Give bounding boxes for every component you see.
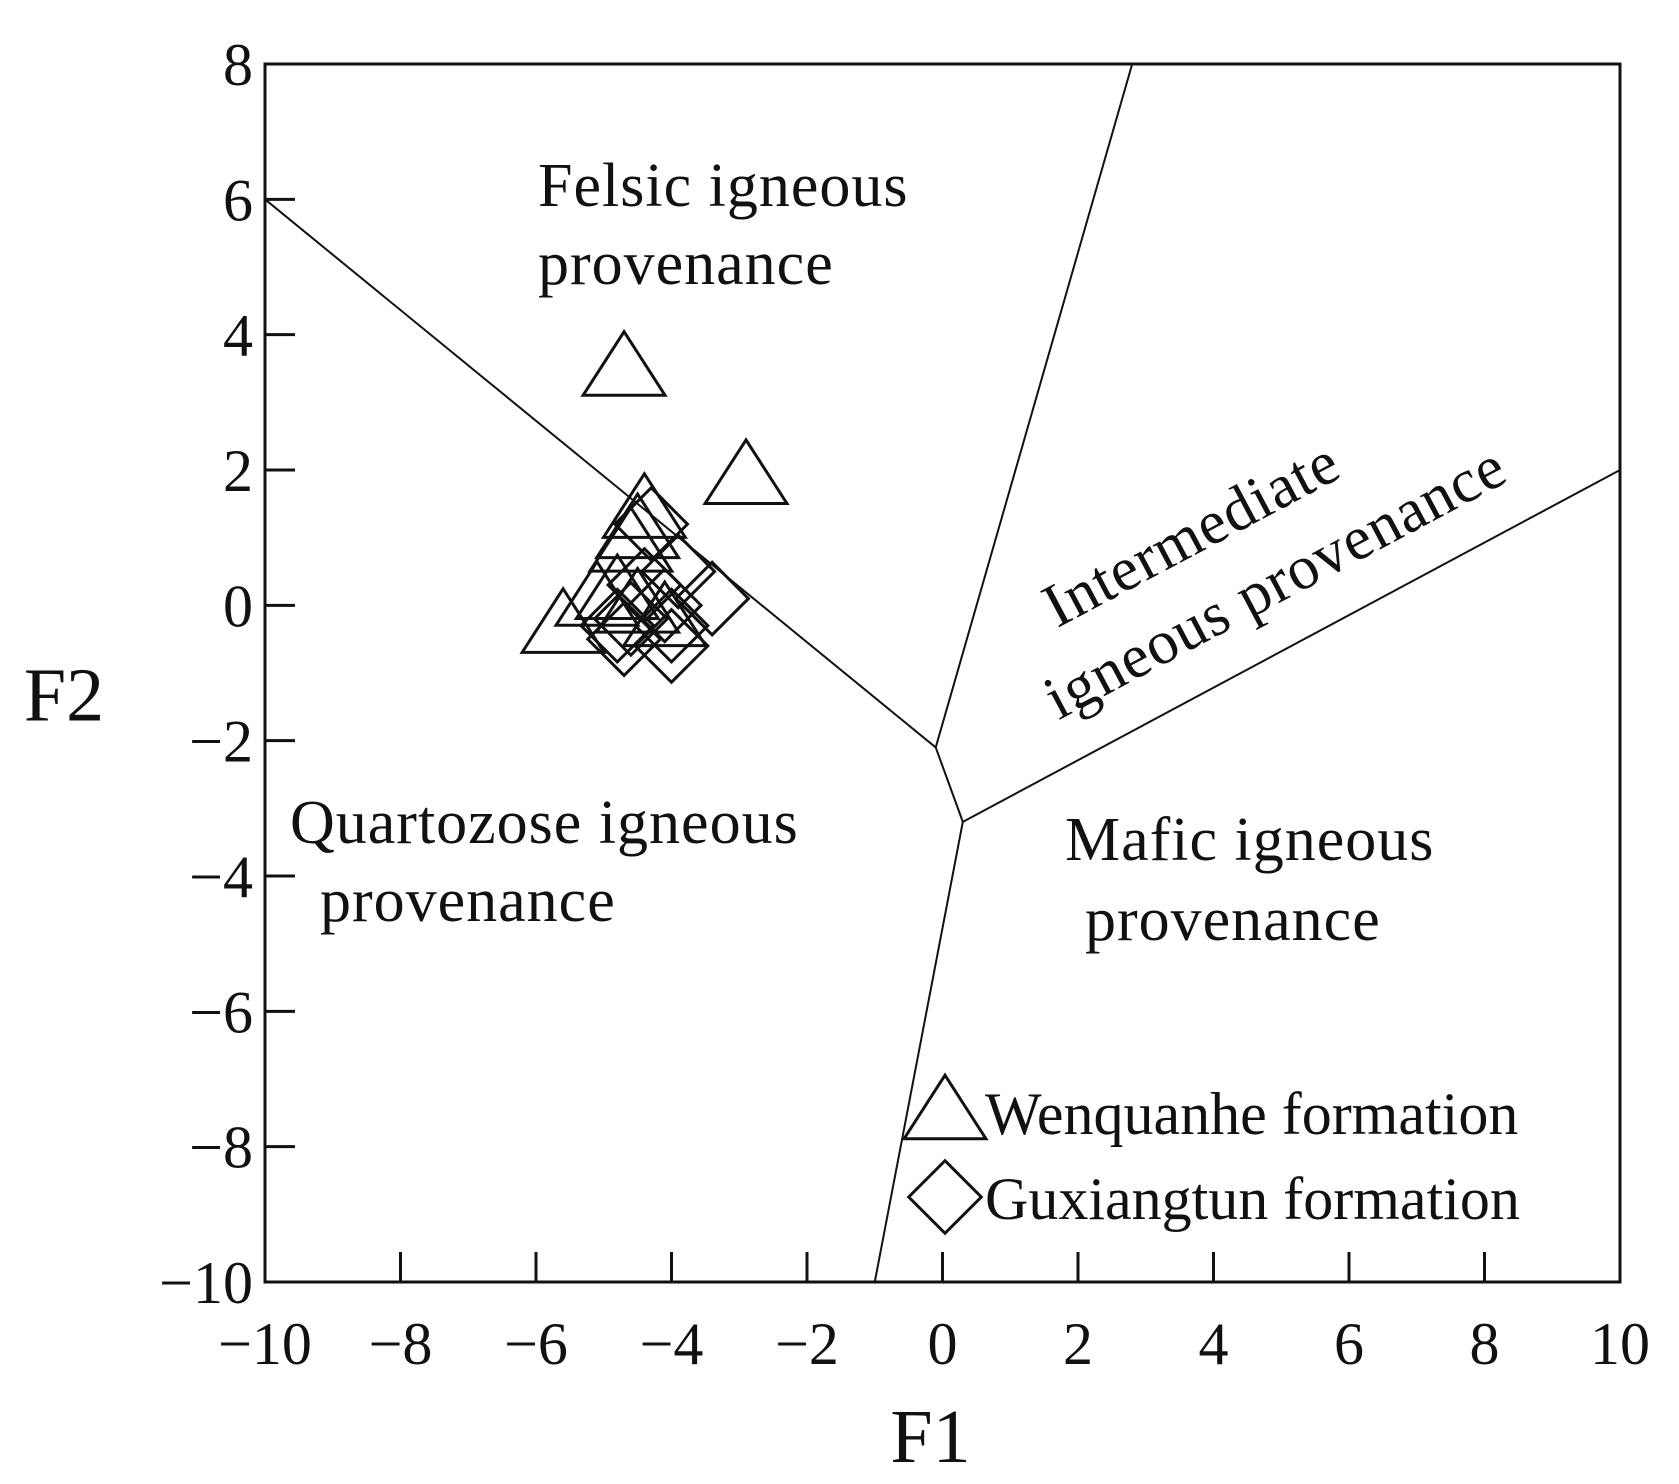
- x-tick-label: 10: [1590, 1311, 1650, 1377]
- x-tick-label: −8: [369, 1311, 433, 1377]
- y-tick-label: 4: [223, 303, 253, 369]
- boundary-line-4: [962, 469, 1621, 823]
- x-tick-label: 0: [928, 1311, 958, 1377]
- data-point-triangle: [600, 471, 689, 539]
- y-tick-label: −4: [189, 844, 253, 910]
- data-point-triangle: [587, 504, 675, 573]
- region-label-quartzose: Quartozose igneous provenance: [290, 789, 799, 935]
- data-point-triangle: [580, 328, 668, 397]
- x-tick-label: −4: [640, 1311, 704, 1377]
- data-point-triangle: [573, 552, 661, 621]
- data-point-triangle: [702, 437, 790, 505]
- y-tick-label: −10: [159, 1250, 253, 1316]
- y-tick-label: 2: [223, 438, 253, 504]
- boundary-line-1: [264, 198, 937, 749]
- y-tick-label: 0: [223, 573, 253, 639]
- region-label-felsic: Felsic igneous provenance: [538, 152, 908, 298]
- y-tick-label: 8: [223, 32, 253, 98]
- data-points-group: [519, 328, 790, 685]
- boundary-line-5: [873, 821, 964, 1283]
- x-tick-label: −10: [218, 1311, 312, 1377]
- legend-label-2: Guxiangtun formation: [985, 1166, 1520, 1232]
- data-point-triangle: [593, 565, 682, 634]
- region-label-felsic-line: provenance: [538, 230, 834, 298]
- data-point-diamond: [673, 560, 751, 637]
- data-point-diamond: [585, 600, 663, 678]
- x-tick-label: −2: [775, 1311, 839, 1377]
- y-tick-label: −8: [189, 1115, 253, 1181]
- region-label-quartzose-line: provenance: [320, 867, 616, 935]
- region-label-felsic-line: Felsic igneous: [538, 152, 908, 220]
- x-tick-label: 4: [1199, 1311, 1229, 1377]
- y-tick-label: −2: [189, 709, 253, 775]
- region-label-mafic: Mafic igneous provenance: [1065, 806, 1434, 954]
- y-tick-label: 6: [223, 167, 253, 233]
- y-tick-label: −6: [189, 979, 253, 1045]
- boundary-line-2: [934, 63, 1134, 748]
- legend-label-1: Wenquanhe formation: [985, 1081, 1518, 1147]
- x-axis-title: F1: [890, 1395, 970, 1479]
- region-label-quartzose-line: Quartozose igneous: [290, 789, 799, 857]
- legend-marker-triangle: [901, 1072, 989, 1141]
- region-labels-group: Felsic igneousprovenanceIntermediateigne…: [290, 152, 1517, 954]
- data-point-diamond: [633, 587, 710, 665]
- legend-marker-diamond: [906, 1158, 984, 1236]
- data-point-diamond: [578, 587, 656, 665]
- x-tick-label: −6: [504, 1311, 568, 1377]
- x-tick-label: 8: [1470, 1311, 1500, 1377]
- x-tick-label: 2: [1063, 1311, 1093, 1377]
- data-point-triangle: [519, 586, 607, 654]
- y-axis-title: F2: [24, 653, 104, 737]
- region-label-mafic-line: Mafic igneous: [1065, 806, 1434, 874]
- data-point-diamond: [633, 607, 710, 685]
- boundary-line-3: [934, 747, 964, 823]
- boundary-lines-group: [264, 63, 1621, 1283]
- axes-group: −10 −8 −6 −4 −2 0 2 4 6 8 10 −10 −8 −6 −4 −2 0 2 4 6 8F1 F2: [24, 32, 1650, 1479]
- x-tick-label: 6: [1334, 1311, 1364, 1377]
- region-label-mafic-line: provenance: [1085, 886, 1381, 954]
- data-point-triangle: [621, 579, 709, 648]
